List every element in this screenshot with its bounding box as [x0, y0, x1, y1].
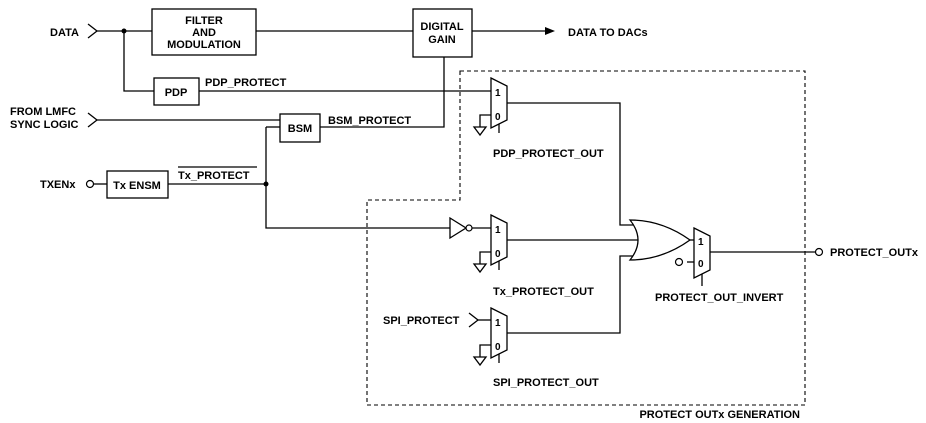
bsm-label: BSM	[288, 123, 312, 135]
bsm-protect-signal-label: BSM_PROTECT	[328, 115, 411, 127]
data-junction-dot	[121, 28, 127, 34]
pdp-block	[153, 77, 200, 106]
spi-protect-input-label: SPI_PROTECT	[383, 315, 460, 327]
pdp-protect-out-label: PDP_PROTECT_OUT	[493, 148, 604, 160]
data-input-chevron	[87, 23, 99, 39]
pdp-protect-signal-label: PDP_PROTECT	[205, 77, 287, 89]
digital-gain-label-line2: GAIN	[428, 34, 456, 46]
signal-wires	[94, 30, 815, 363]
tx-protect-out-label: Tx_PROTECT_OUT	[493, 286, 594, 298]
filter-label-line2: AND	[192, 27, 216, 39]
bsm-block	[279, 113, 321, 143]
digital-gain-label-line1: DIGITAL	[420, 21, 463, 33]
svg-text:1: 1	[495, 88, 501, 99]
spi-protect-chevron	[468, 312, 480, 328]
filter-modulation-block	[151, 8, 257, 56]
svg-text:0: 0	[698, 259, 704, 270]
filter-label-line3: MODULATION	[167, 39, 241, 51]
tx-protect-junction-dot	[263, 181, 269, 187]
data-to-dacs-label: DATA TO DACs	[568, 27, 648, 39]
tx-protect-signal-label: Tx_PROTECT	[178, 170, 250, 182]
svg-text:0: 0	[495, 249, 501, 260]
svg-text:1: 1	[495, 318, 501, 329]
txen-input-label: TXENx	[40, 179, 76, 191]
data-to-dacs-arrowhead	[545, 27, 555, 35]
spi-protect-mux: 1 0	[472, 306, 508, 367]
svg-text:1: 1	[698, 237, 704, 248]
tx-protect-inverter	[449, 216, 468, 240]
svg-text:1: 1	[495, 225, 501, 236]
protect-outx-terminal	[814, 247, 824, 257]
txen-input-terminal	[85, 179, 95, 189]
filter-label-line1: FILTER	[185, 15, 223, 27]
protect-outx-generation-region	[366, 70, 806, 406]
protect-out-invert-mux: 1 0	[693, 226, 711, 280]
tx-protect-mux: 1 0	[472, 213, 508, 274]
data-input-label: DATA	[50, 27, 79, 39]
tx-ensm-block	[106, 170, 169, 199]
tx-ensm-label: Tx ENSM	[113, 180, 161, 192]
pdp-protect-mux: 1 0	[472, 76, 508, 137]
region-title: PROTECT OUTx GENERATION	[639, 409, 800, 421]
protect-out-invert-label: PROTECT_OUT_INVERT	[655, 292, 784, 304]
svg-text:0: 0	[495, 112, 501, 123]
protect-outx-label: PROTECT_OUTx	[830, 247, 919, 259]
or-gate-inverted-output-bubble	[674, 257, 684, 267]
digital-gain-block	[412, 8, 473, 58]
from-lmfc-label-line1: FROM LMFC	[10, 106, 76, 118]
from-lmfc-label-line2: SYNC LOGIC	[10, 119, 79, 131]
tx-protect-inverter-bubble	[465, 224, 473, 232]
from-lmfc-chevron	[87, 112, 99, 128]
spi-protect-out-label: SPI_PROTECT_OUT	[493, 377, 599, 389]
pdp-label: PDP	[165, 87, 188, 99]
or-gate	[628, 219, 692, 261]
svg-text:0: 0	[495, 342, 501, 353]
